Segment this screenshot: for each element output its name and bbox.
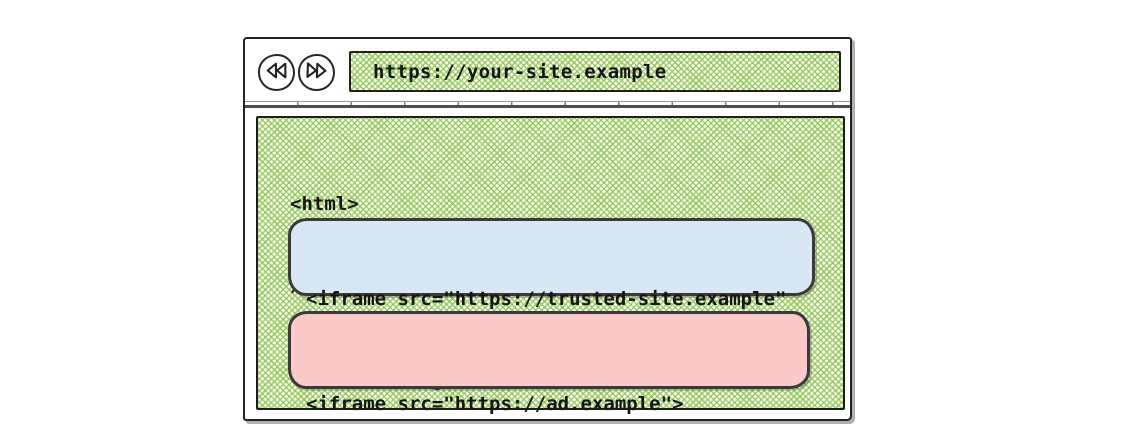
back-button[interactable]	[258, 54, 295, 91]
forward-button[interactable]	[297, 53, 336, 92]
browser-toolbar: https://your-site.example	[245, 39, 850, 101]
page-content: <html> // your-site.example code <iframe…	[256, 116, 845, 415]
url-bar[interactable]: https://your-site.example	[349, 51, 841, 92]
ad-iframe-snippet: <iframe src="https://ad.example">	[288, 311, 810, 415]
browser-window: https://your-site.example <html> // your…	[243, 37, 852, 421]
code-line-html-open: <html>	[290, 193, 359, 215]
ad-iframe-line1: <iframe src="https://ad.example">	[306, 393, 684, 415]
toolbar-separator	[245, 101, 850, 108]
back-icon	[264, 58, 289, 87]
trusted-iframe-snippet: <iframe src="https://trusted-site.exampl…	[288, 218, 815, 391]
forward-icon	[304, 58, 330, 88]
trusted-iframe-line1: <iframe src="https://trusted-site.exampl…	[306, 288, 787, 310]
url-text: https://your-site.example	[373, 60, 667, 83]
